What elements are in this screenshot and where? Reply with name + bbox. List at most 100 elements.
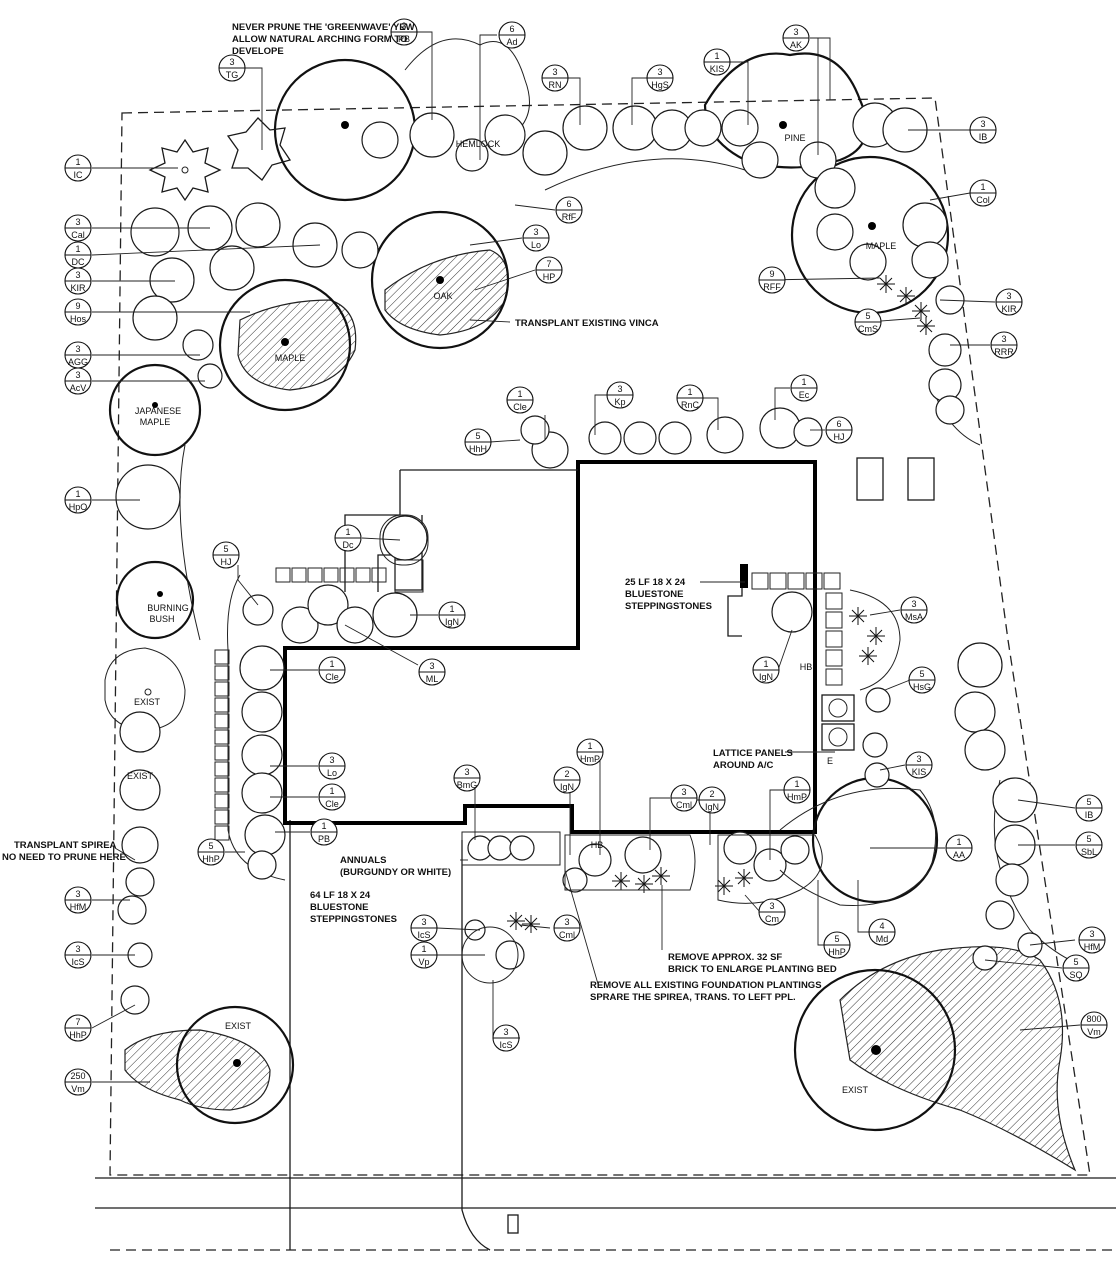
plant-tag-code: IB xyxy=(979,132,988,142)
plant-tag-quantity: 1 xyxy=(801,377,806,387)
label-burning-bush-1: BURNING xyxy=(147,603,189,613)
plant-tag: 5HJ xyxy=(212,541,240,569)
stepping-stones-left-column xyxy=(214,649,230,841)
plant-tag-code: HmP xyxy=(580,754,600,764)
plant-tag-code: SQ xyxy=(1069,970,1082,980)
plant-tag-quantity: 6 xyxy=(509,24,514,34)
plant-tag-code: HfM xyxy=(70,902,87,912)
label-pine: PINE xyxy=(784,133,805,143)
note-steps64-1: 64 LF 18 X 24 xyxy=(310,890,371,901)
plant-tag-code: Vm xyxy=(71,1084,85,1094)
plant-tag-code: DC xyxy=(72,257,85,267)
plant-tag-code: PB xyxy=(318,834,330,844)
house-outline xyxy=(283,460,817,834)
plant-tag-code: IgN xyxy=(560,782,574,792)
plant-tag-quantity: 1 xyxy=(329,786,334,796)
tree-maple-left xyxy=(218,278,352,412)
plant-tag-quantity: 3 xyxy=(1001,334,1006,344)
plant-tag-code: Cal xyxy=(71,230,85,240)
note-foundation-2: SPRARE THE SPIREA, TRANS. TO LEFT PPL. xyxy=(590,992,796,1003)
plant-tag-code: HhH xyxy=(469,444,487,454)
plant-tag-quantity: 1 xyxy=(75,489,80,499)
plant-tag-code: HfM xyxy=(1084,942,1101,952)
house-step xyxy=(740,564,748,588)
note-yew-2: ALLOW NATURAL ARCHING FORM TO xyxy=(232,34,407,45)
ac-fan-1 xyxy=(828,698,848,718)
plant-tag-code: Lo xyxy=(531,240,541,250)
plant-tag-quantity: 3 xyxy=(617,384,622,394)
plant-tag-quantity: 3 xyxy=(401,21,406,31)
plant-tag-quantity: 3 xyxy=(1089,929,1094,939)
plant-tag-code: Kp xyxy=(614,397,625,407)
plant-tag-quantity: 3 xyxy=(657,67,662,77)
raised-bed-2 xyxy=(907,457,935,501)
vinca-bed-left xyxy=(124,1029,271,1111)
plant-tag-quantity: 5 xyxy=(475,431,480,441)
tree-pine xyxy=(703,52,868,169)
plant-tag-code: HgS xyxy=(651,80,669,90)
plant-tag-quantity: 3 xyxy=(75,944,80,954)
plant-tag-code: KIS xyxy=(912,767,927,777)
plant-tag-code: HhP xyxy=(202,854,220,864)
plant-tag-code: HP xyxy=(543,272,556,282)
label-exist-4: EXIST xyxy=(842,1085,869,1095)
driveway-right-edge xyxy=(461,840,491,1251)
plant-tag-quantity: 5 xyxy=(919,669,924,679)
house-wall-notch xyxy=(727,566,743,637)
note-steps25-1: 25 LF 18 X 24 xyxy=(625,577,686,588)
plant-tag-quantity: 3 xyxy=(329,755,334,765)
plant-tag-code: RfF xyxy=(562,212,577,222)
plant-tag-quantity: 1 xyxy=(329,659,334,669)
plant-tag-quantity: 800 xyxy=(1086,1014,1101,1024)
plant-tag: 5IB xyxy=(1075,794,1103,822)
ac-unit-2 xyxy=(821,723,855,751)
plant-tag-quantity: 2 xyxy=(709,789,714,799)
plant-tag-code: Lo xyxy=(327,768,337,778)
plant-tag: 3Lo xyxy=(522,224,550,252)
plant-tag-quantity: 1 xyxy=(345,527,350,537)
plant-tag-code: Cml xyxy=(559,930,575,940)
label-japanese-maple-1: JAPANESE xyxy=(135,406,181,416)
plant-tag-quantity: 1 xyxy=(794,779,799,789)
plant-tag-code: Cml xyxy=(676,800,692,810)
plant-tag: 3IB xyxy=(969,116,997,144)
bed-right-bottom xyxy=(779,787,937,907)
plant-tag-quantity: 6 xyxy=(836,419,841,429)
plant-tag-quantity: 2 xyxy=(564,769,569,779)
plant-tag-quantity: 1 xyxy=(687,387,692,397)
plant-tag-code: Md xyxy=(876,934,889,944)
plant-tag-quantity: 1 xyxy=(321,821,326,831)
plant-tag-code: AGG xyxy=(68,357,88,367)
bed-annuals xyxy=(461,831,561,866)
note-yew-1: NEVER PRUNE THE 'GREENWAVE' YEW xyxy=(232,22,415,33)
plant-tag-code: HJ xyxy=(221,557,232,567)
label-exist-2: EXIST xyxy=(127,771,154,781)
note-lattice-1: LATTICE PANELS xyxy=(713,748,793,759)
plant-tag-quantity: 5 xyxy=(223,544,228,554)
plant-tag-quantity: 1 xyxy=(421,944,426,954)
plant-tag-code: AcV xyxy=(70,383,87,393)
label-burning-bush-2: BUSH xyxy=(149,614,174,624)
plant-tag-quantity: 7 xyxy=(75,1017,80,1027)
plant-tag: 3Kp xyxy=(606,381,634,409)
plant-tag-quantity: 5 xyxy=(834,934,839,944)
plant-tag-code: AK xyxy=(790,40,802,50)
plant-tag-code: IB xyxy=(1085,810,1094,820)
plant-tag-code: RN xyxy=(549,80,562,90)
plant-tag-code: HsG xyxy=(913,682,931,692)
plant-tag-quantity: 4 xyxy=(879,921,884,931)
plant-tag-quantity: 1 xyxy=(956,837,961,847)
plant-tag-code: RnC xyxy=(681,400,700,410)
plant-tag-code: RFF xyxy=(763,282,781,292)
stepping-stones-right xyxy=(751,572,843,686)
plant-tag-quantity: 3 xyxy=(75,217,80,227)
bed-ac-curve xyxy=(849,589,901,691)
